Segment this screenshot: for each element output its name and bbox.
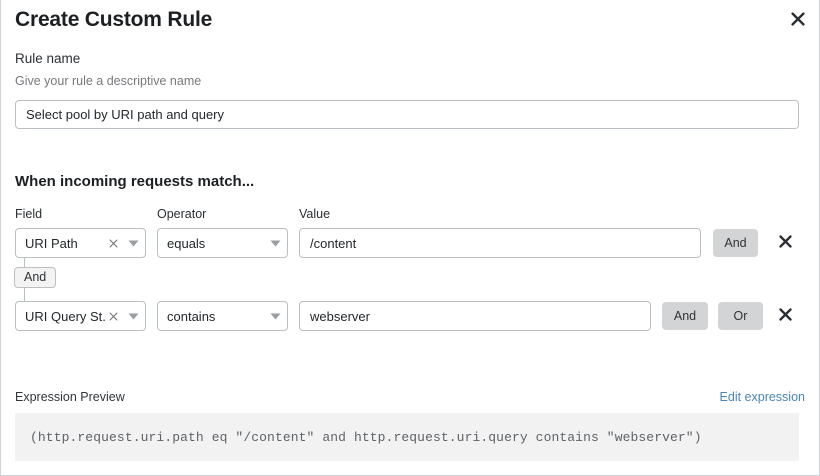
expression-preview-label: Expression Preview <box>15 390 125 404</box>
row-connector-and-badge[interactable]: And <box>14 267 57 288</box>
value-input-1[interactable] <box>299 228 701 258</box>
clear-icon[interactable] <box>106 239 121 248</box>
column-header-field: Field <box>15 207 43 221</box>
match-section-heading: When incoming requests match... <box>15 173 255 190</box>
chevron-down-icon[interactable] <box>121 240 145 247</box>
condition-row: URI Path equals And <box>1 228 820 258</box>
edit-expression-link[interactable]: Edit expression <box>719 390 805 404</box>
close-dialog-button[interactable] <box>785 6 811 32</box>
operator-select-2[interactable]: contains <box>157 301 288 331</box>
chevron-down-icon[interactable] <box>263 313 287 320</box>
field-select-1-value: URI Path <box>25 235 78 251</box>
expression-preview-box: (http.request.uri.path eq "/content" and… <box>15 413 799 461</box>
field-select-2-value: URI Query St... <box>25 308 106 324</box>
rule-name-label: Rule name <box>15 51 81 66</box>
delete-row-2-button[interactable] <box>773 304 797 328</box>
chevron-down-icon[interactable] <box>263 240 287 247</box>
close-icon <box>778 308 792 324</box>
row-2-or-button[interactable]: Or <box>718 302 763 330</box>
row-1-and-button[interactable]: And <box>713 229 758 257</box>
field-select-2[interactable]: URI Query St... <box>15 301 146 331</box>
rule-name-input[interactable] <box>15 100 799 129</box>
expression-preview-text: (http.request.uri.path eq "/content" and… <box>30 429 702 445</box>
column-header-operator: Operator <box>157 207 207 221</box>
close-icon <box>791 12 805 26</box>
condition-row: URI Query St... contains And Or <box>1 301 820 331</box>
column-header-value: Value <box>299 207 331 221</box>
delete-row-1-button[interactable] <box>773 231 797 255</box>
operator-select-2-value: contains <box>167 308 216 324</box>
row-2-and-button[interactable]: And <box>662 302 708 330</box>
close-icon <box>778 235 792 251</box>
rule-name-help-text: Give your rule a descriptive name <box>15 74 202 88</box>
field-select-1[interactable]: URI Path <box>15 228 146 258</box>
clear-icon[interactable] <box>106 312 121 321</box>
value-input-2[interactable] <box>299 301 651 331</box>
dialog-title: Create Custom Rule <box>15 8 213 31</box>
operator-select-1-value: equals <box>167 235 206 251</box>
operator-select-1[interactable]: equals <box>157 228 288 258</box>
chevron-down-icon[interactable] <box>121 313 145 320</box>
